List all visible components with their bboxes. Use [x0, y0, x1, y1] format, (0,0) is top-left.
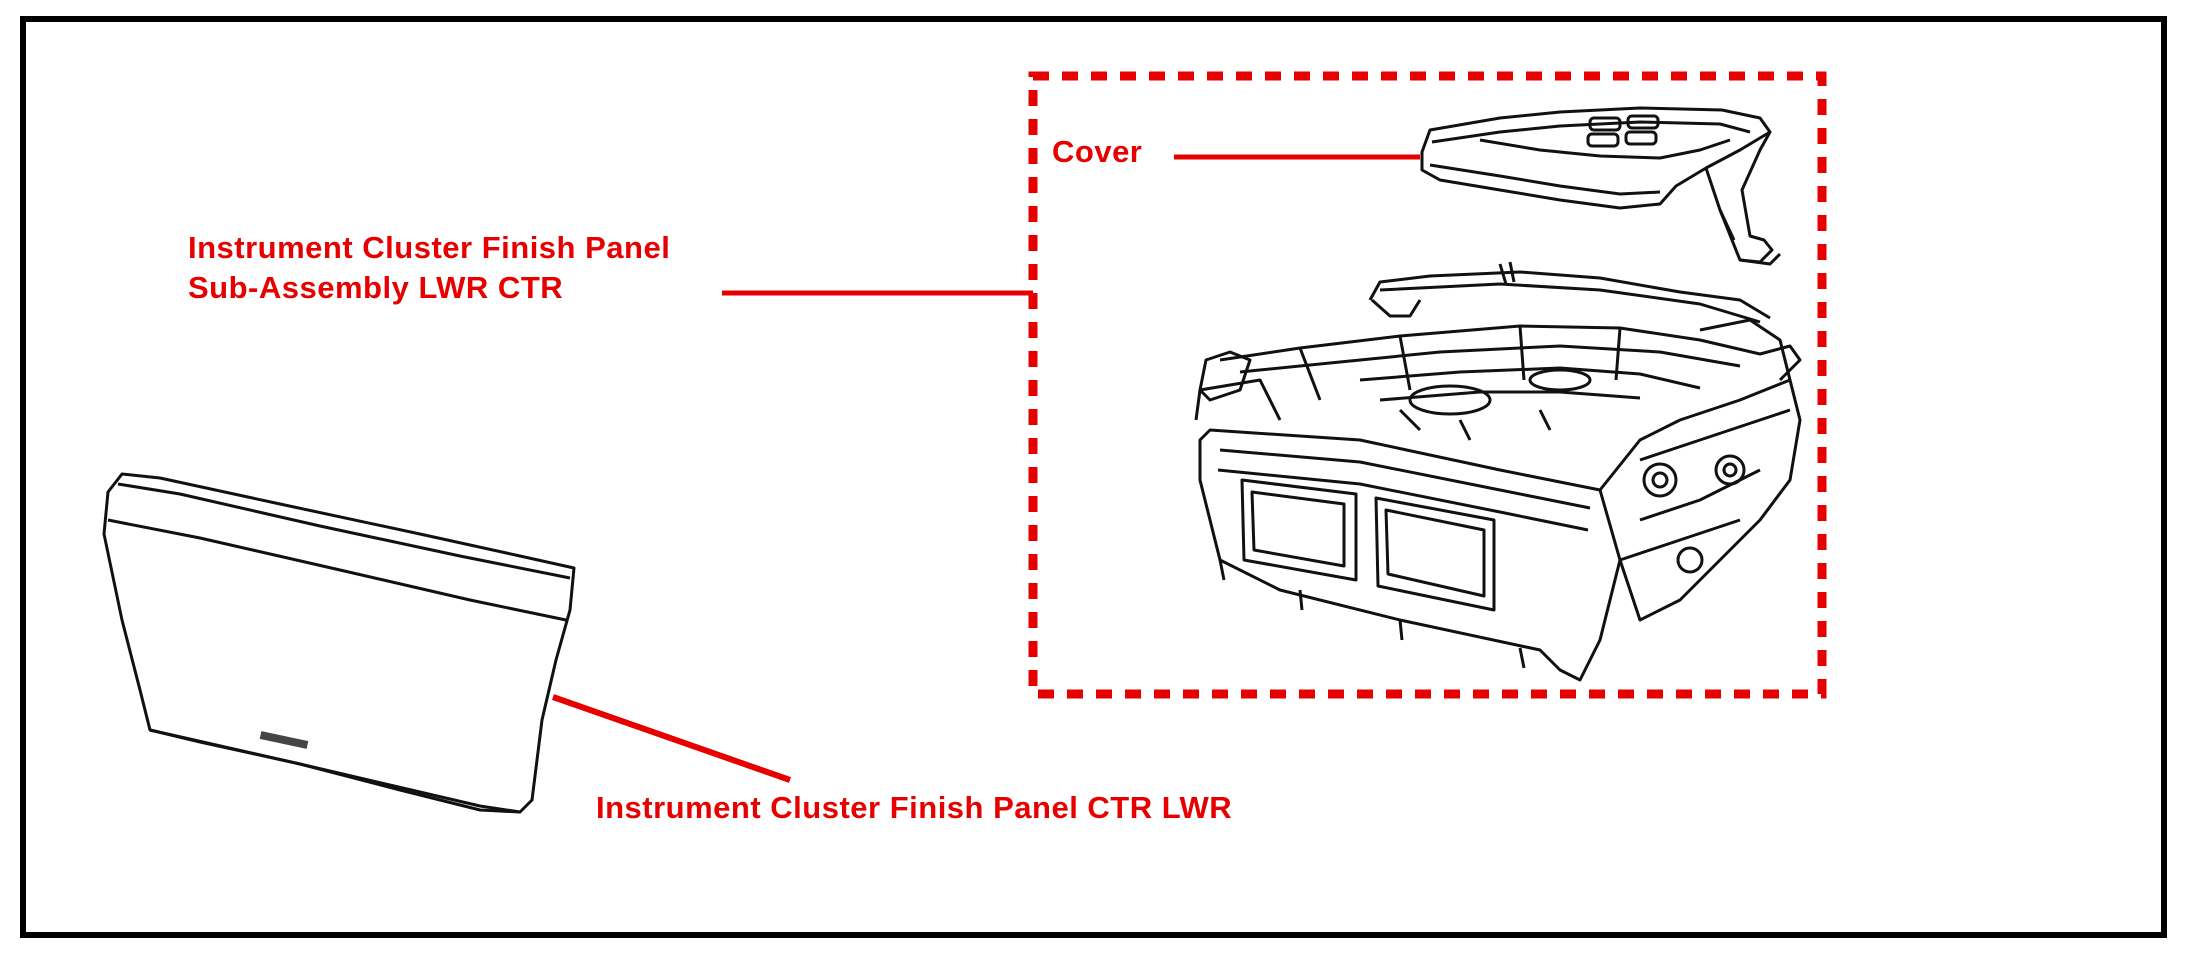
subassembly-dashed-box [1028, 71, 1827, 699]
finish-panel-drawing [102, 472, 576, 814]
subassembly-drawing [1194, 261, 1802, 682]
subassembly-label-line2: Sub-Assembly LWR CTR [188, 270, 564, 305]
finish-panel-leader-line [552, 694, 791, 783]
subassembly-label: Instrument Cluster Finish Panel Sub-Asse… [188, 228, 670, 308]
cover-drawing [1420, 106, 1782, 266]
finish-panel-label: Instrument Cluster Finish Panel CTR LWR [596, 790, 1233, 825]
subassembly-label-line1: Instrument Cluster Finish Panel [188, 230, 671, 265]
cover-label: Cover [1052, 134, 1143, 169]
